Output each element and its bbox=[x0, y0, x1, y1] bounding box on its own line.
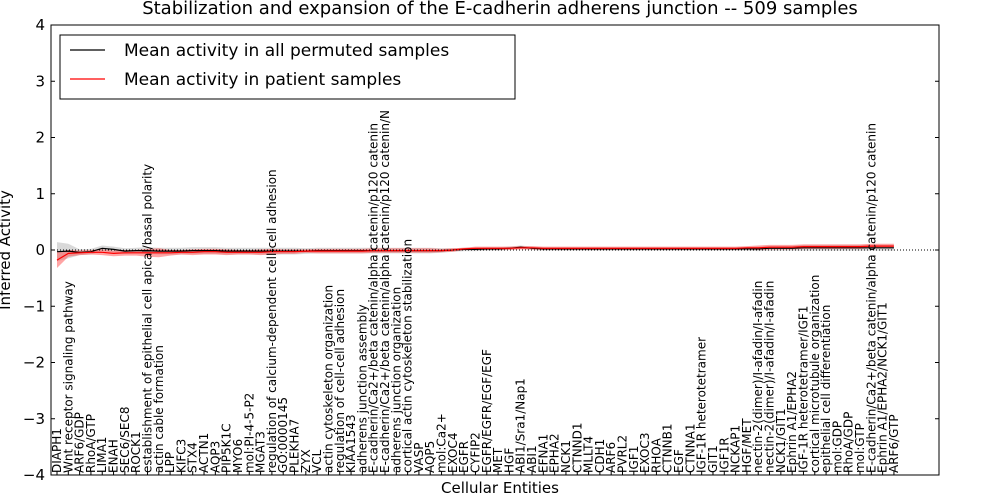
x-axis-label: Cellular Entities bbox=[441, 479, 559, 497]
x-tick-label: ARF6/GDP bbox=[73, 412, 87, 473]
x-tick-label: LIMA1 bbox=[95, 437, 109, 473]
x-tick-label: EGFR/EGFR/EGF/EGF bbox=[480, 349, 494, 473]
x-tick-label: E-cadherin/Ca2+/beta catenin/alpha caten… bbox=[367, 123, 381, 473]
x-tick-label: MGAT3 bbox=[254, 431, 268, 473]
x-tick-label: ACTN1 bbox=[197, 433, 211, 473]
x-tick-label: mol:PI-4-5-P2 bbox=[242, 393, 256, 473]
x-tick-label: Wnt receptor signaling pathway bbox=[61, 281, 75, 473]
x-tick-label: HGF bbox=[502, 448, 516, 473]
y-axis-label: Inferred Activity bbox=[0, 190, 14, 310]
x-tick-label: VASP bbox=[412, 442, 426, 473]
x-tick-label: establishment of epithelial cell apical/… bbox=[140, 164, 154, 473]
x-tick-label: KIAA1543 bbox=[344, 414, 358, 473]
x-tick-label: EGFR bbox=[457, 441, 471, 473]
x-tick-label: ROCK1 bbox=[129, 431, 143, 473]
x-tick-label: IGF1 bbox=[627, 446, 641, 473]
y-tick-label: 1 bbox=[35, 185, 45, 203]
x-tick-label: PVRL2 bbox=[616, 435, 630, 473]
x-tick-label: epithelial cell differentiation bbox=[819, 305, 833, 473]
x-tick-label: PIP5K1C bbox=[220, 423, 234, 473]
x-tick-label: NCK1 bbox=[559, 440, 573, 473]
x-tick-label: actin cytoskeleton organization bbox=[321, 285, 335, 473]
x-tick-label: IGF-1R heterotetramer/IGF1 bbox=[796, 306, 810, 473]
x-tick-label: MET bbox=[491, 447, 505, 473]
y-tick-label: −4 bbox=[23, 466, 45, 484]
x-tick-label: mol:Ca2+ bbox=[435, 413, 449, 473]
x-tick-label: ABI1/Sra1/Nap1 bbox=[514, 378, 528, 473]
x-tick-label: adherens junction organization bbox=[389, 287, 403, 473]
legend-label-patient: Mean activity in patient samples bbox=[124, 70, 401, 90]
plot-area bbox=[56, 242, 894, 268]
x-tick-label: AQP3 bbox=[208, 441, 222, 473]
x-tick-label: regulation of calcium-dependent cell-cel… bbox=[265, 169, 279, 473]
x-tick-label: IGF1R bbox=[717, 437, 731, 473]
x-tick-label: CDH1 bbox=[593, 439, 607, 473]
x-tick-label: GO:0000145 bbox=[276, 397, 290, 473]
x-tick-label: EFNA1 bbox=[536, 434, 550, 473]
x-tick-label: actin cable formation bbox=[152, 345, 166, 473]
x-tick-label: ABI1 bbox=[525, 445, 539, 473]
y-tick-label: 3 bbox=[35, 72, 45, 90]
x-tick-label: AQP5 bbox=[423, 441, 437, 473]
x-tick-label: CTNNA1 bbox=[683, 423, 697, 473]
x-tick-label: CTNND1 bbox=[570, 422, 584, 473]
x-tick-label: cortical actin cytoskeleton stabilizatio… bbox=[401, 239, 415, 473]
x-tick-label: LPP bbox=[163, 452, 177, 473]
x-tick-label: regulation of cell-cell adhesion bbox=[333, 289, 347, 473]
x-tick-label: RHOA bbox=[649, 437, 663, 473]
x-tick-label: RhoA/GDP bbox=[842, 412, 856, 473]
x-tick-label: DIAPH1 bbox=[50, 428, 64, 473]
x-tick-label: adherens junction assembly bbox=[355, 304, 369, 473]
y-tick-label: 2 bbox=[35, 129, 45, 147]
x-tick-label: CYFIP2 bbox=[468, 432, 482, 473]
x-tick-label: EXOC4 bbox=[446, 433, 460, 474]
chart-title: Stabilization and expansion of the E-cad… bbox=[142, 0, 858, 19]
x-tick-label: PLEKHA7 bbox=[288, 419, 302, 473]
x-tick-label: EGF bbox=[672, 449, 686, 473]
x-tick-label: GIT1 bbox=[706, 445, 720, 473]
x-tick-label: KIFC3 bbox=[174, 439, 188, 473]
x-tick-label: MYO6 bbox=[231, 439, 245, 473]
y-tick-label: 0 bbox=[35, 241, 45, 259]
x-tick-label: ARF6/GTP bbox=[887, 414, 901, 473]
x-tick-label: CTNNB1 bbox=[661, 423, 675, 473]
x-tick-label: STX4 bbox=[186, 442, 200, 473]
legend-box bbox=[59, 34, 516, 100]
x-tick-label: EXOC3 bbox=[638, 433, 652, 474]
y-tick-label: −1 bbox=[23, 297, 45, 315]
y-tick-label: −3 bbox=[23, 410, 45, 428]
x-tick-label: E-cadherin/Ca2+/beta catenin/alpha caten… bbox=[864, 123, 878, 473]
x-tick-label: cortical microtubule organization bbox=[808, 275, 822, 473]
x-tick-label: IGF-1R heterotetramer bbox=[695, 337, 709, 473]
x-tick-label: MLLT4 bbox=[582, 436, 596, 473]
x-tick-label: nectin-2(dimer)/I-afadin/I-afadin bbox=[751, 281, 765, 473]
x-tick-label: ENAH bbox=[107, 439, 121, 473]
x-tick-label: mol:GTP bbox=[853, 423, 867, 473]
x-tick-label: E-cadherin/Ca2+/beta catenin/alpha caten… bbox=[378, 110, 392, 473]
series-line-permuted bbox=[56, 246, 894, 253]
x-tick-label: Ephrin A1/EPHA2 bbox=[785, 371, 799, 473]
x-tick-label: VCL bbox=[310, 449, 324, 473]
y-axis-ticks: 4 3 2 1 0 −1 −2 −3 −4 bbox=[23, 16, 939, 484]
x-tick-label: RhoA/GTP bbox=[84, 414, 98, 473]
legend-label-permuted: Mean activity in all permuted samples bbox=[124, 41, 449, 61]
y-tick-label: −2 bbox=[23, 354, 45, 372]
series-line-patient bbox=[56, 245, 894, 261]
legend: Mean activity in all permuted samples Me… bbox=[59, 34, 516, 100]
x-tick-label: SEC6/SEC8 bbox=[118, 407, 132, 473]
x-tick-label: EPHA2 bbox=[548, 433, 562, 473]
x-tick-label: mol:GDP bbox=[830, 421, 844, 473]
x-tick-label: ARF6 bbox=[604, 442, 618, 473]
x-tick-label: HGF/MET bbox=[740, 418, 754, 473]
x-tick-label: NCK1/GIT1 bbox=[774, 408, 788, 473]
x-tick-label: ZYX bbox=[299, 449, 313, 473]
x-tick-label: nectin-2(dimer)/I-afadin/I-afadin bbox=[763, 281, 777, 473]
x-tick-label: NCKAP1 bbox=[729, 425, 743, 473]
y-tick-label: 4 bbox=[35, 16, 45, 34]
x-tick-label: Ephrin A1/EPHA2/NCK1/GIT1 bbox=[876, 302, 890, 473]
